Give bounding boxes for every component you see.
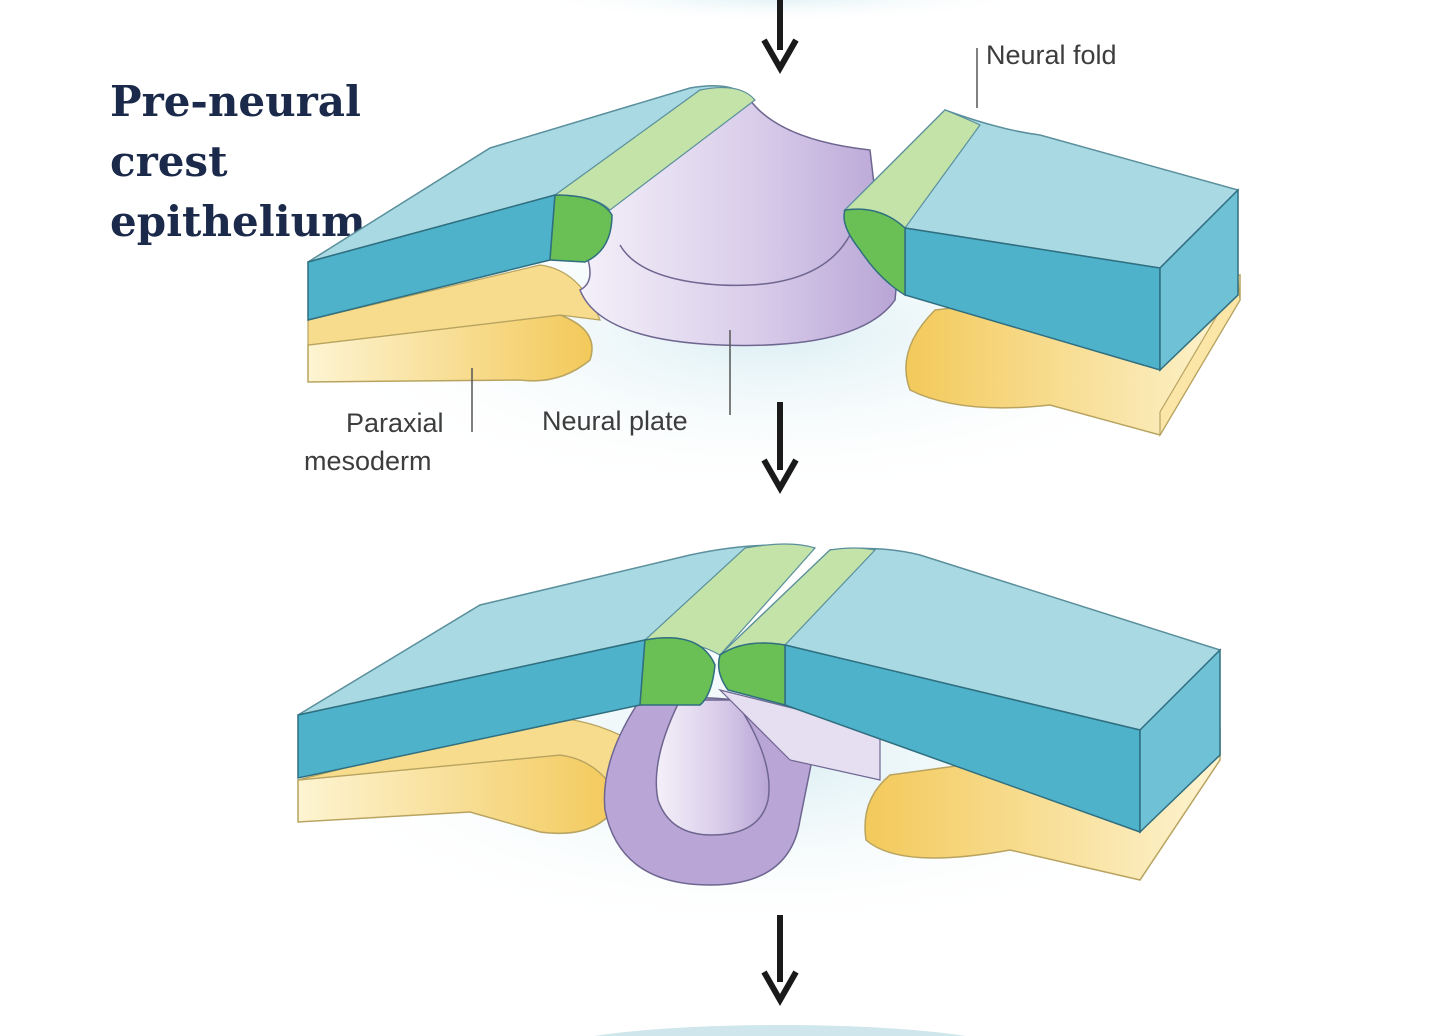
neural-crest-left-side: [549, 194, 613, 263]
paraxial-mesoderm-label-2: mesoderm: [304, 446, 432, 476]
down-arrow-icon: [761, 0, 799, 75]
down-arrow-icon: [761, 915, 799, 1007]
neural-plate-label: Neural plate: [542, 406, 688, 436]
title-line-1: Pre-neural: [110, 77, 361, 126]
paraxial-mesoderm-label-1: Paraxial: [346, 408, 444, 438]
neural-tube-lumen: [655, 699, 770, 836]
title-line-3: epithelium: [110, 197, 366, 246]
neural-crest-left-side: [639, 637, 716, 706]
neural-tube-closing-stage: [297, 543, 1222, 886]
down-arrow-icon: [761, 402, 799, 495]
ectoderm-right-end: [1159, 188, 1239, 372]
neural-crest-right-side: [843, 208, 906, 297]
ectoderm-right-end: [1139, 648, 1221, 834]
diagram-title: Pre-neural crest epithelium: [110, 72, 366, 252]
neural-plate-inner-edge: [619, 234, 851, 287]
neural-fold-label: Neural fold: [986, 40, 1117, 70]
neural-crest-right-side: [717, 642, 786, 706]
title-line-2: crest: [110, 137, 228, 186]
next-stage-glow: [594, 1025, 966, 1036]
paraxial-mesoderm-left-top: [307, 264, 601, 346]
neural-plate-stage: Neural fold Neural plate Paraxial mesode…: [304, 40, 1241, 476]
paraxial-mesoderm-left: [307, 314, 593, 383]
